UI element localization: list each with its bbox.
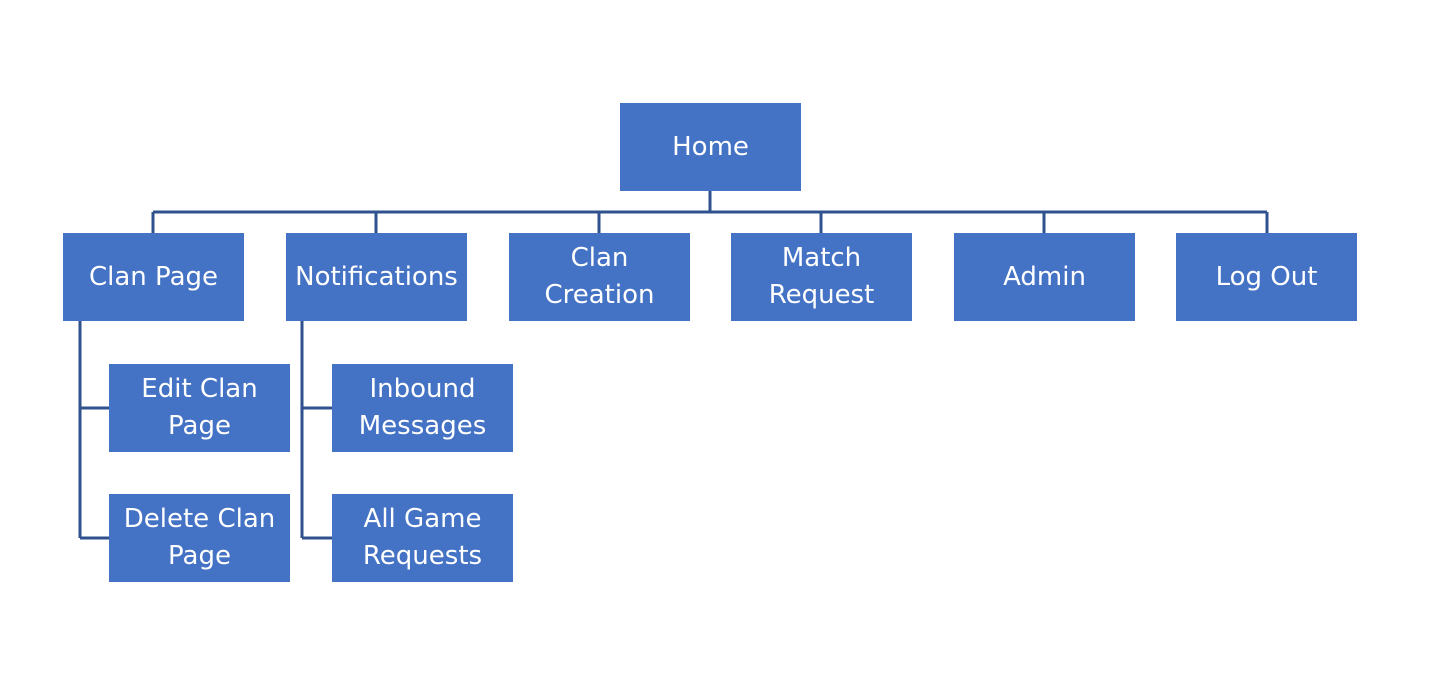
node-inbound-messages[interactable]: Inbound Messages [332,364,513,452]
node-clan-page-label: Clan Page [89,261,218,292]
node-notifications-label: Notifications [295,261,458,292]
node-clan-creation-label: Clan Creation [544,243,655,310]
node-log-out[interactable]: Log Out [1176,233,1357,321]
node-match-request[interactable]: Match Request [731,233,912,321]
node-home-label: Home [672,131,749,162]
node-edit-clan-page[interactable]: Edit Clan Page [109,364,290,452]
node-admin-label: Admin [1003,261,1086,292]
node-match-request-label: Match Request [768,243,875,310]
node-delete-clan-page[interactable]: Delete Clan Page [109,494,290,582]
node-all-game-requests-label: All Game Requests [362,504,483,571]
node-inbound-messages-label: Inbound Messages [358,374,487,441]
node-clan-creation[interactable]: Clan Creation [509,233,690,321]
node-home[interactable]: Home [620,103,801,191]
node-all-game-requests[interactable]: All Game Requests [332,494,513,582]
node-delete-clan-page-label: Delete Clan Page [123,504,276,571]
node-clan-page[interactable]: Clan Page [63,233,244,321]
node-edit-clan-page-label: Edit Clan Page [141,374,258,441]
node-notifications[interactable]: Notifications [286,233,467,321]
node-log-out-label: Log Out [1215,261,1318,292]
node-admin[interactable]: Admin [954,233,1135,321]
